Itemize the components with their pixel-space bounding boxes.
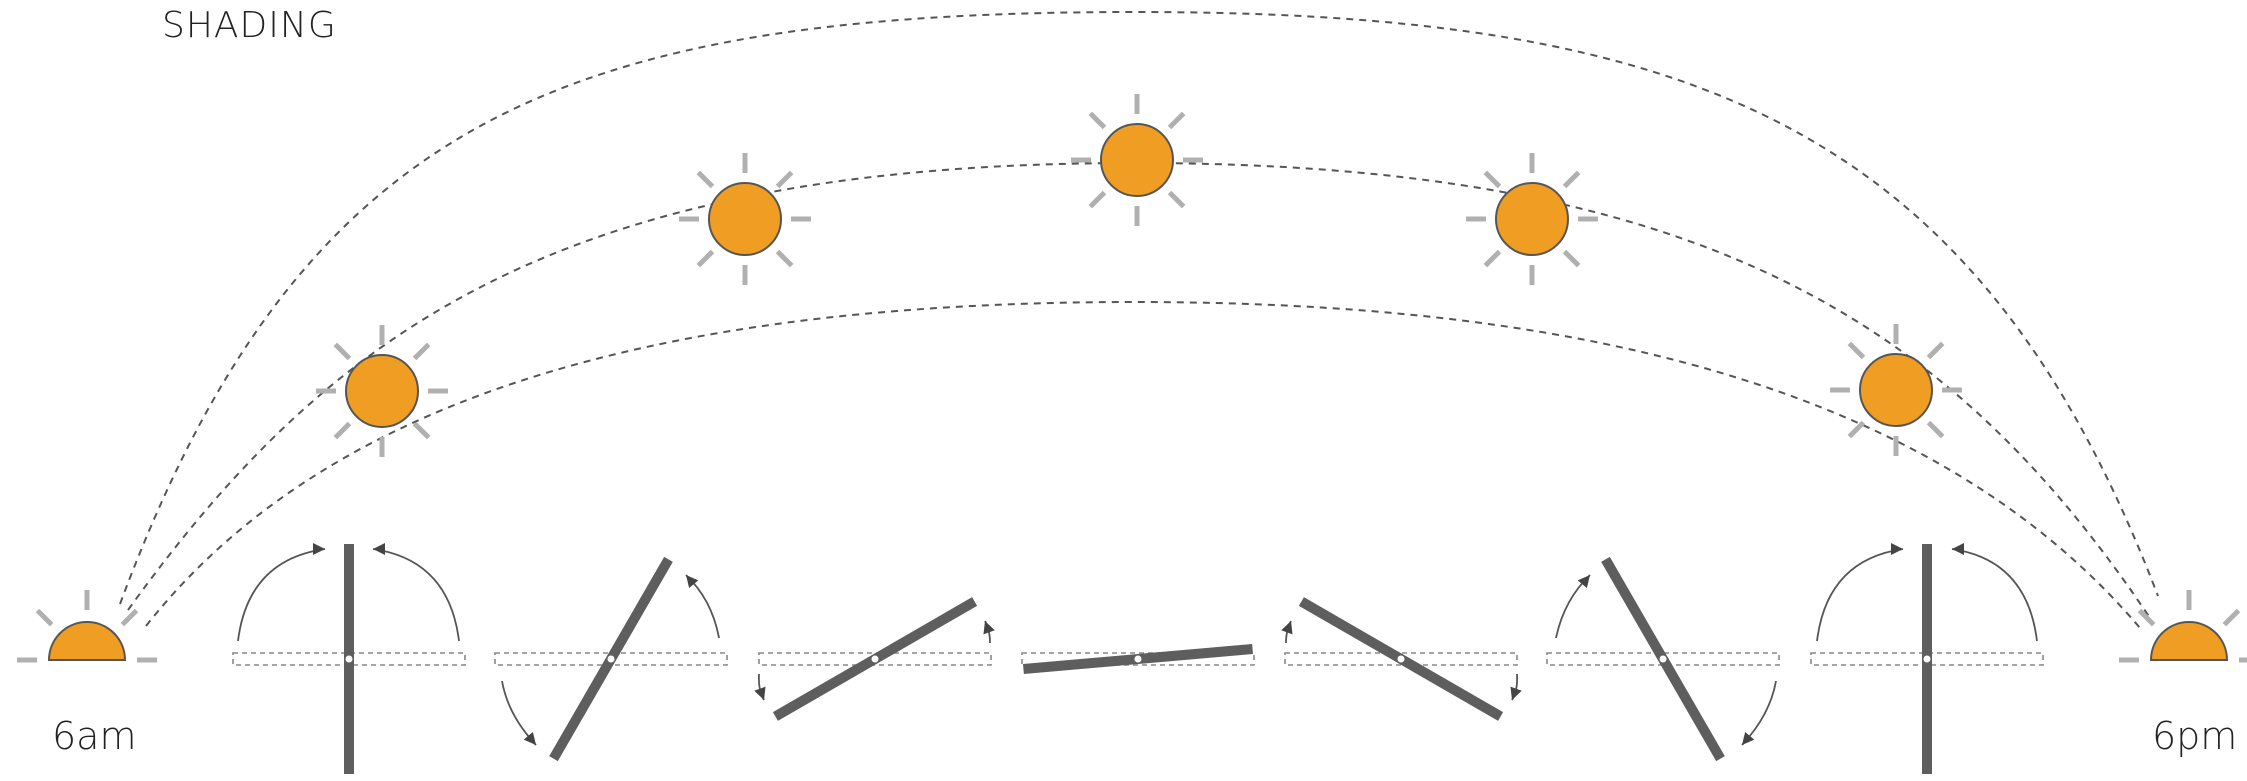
sun-ray bbox=[775, 170, 794, 189]
sun-6 bbox=[1830, 324, 1962, 456]
rotation-arrow bbox=[237, 543, 326, 642]
sun-ray bbox=[775, 249, 794, 268]
louver-pivot bbox=[345, 655, 353, 663]
sun-ray bbox=[1088, 111, 1107, 130]
louver-1 bbox=[232, 544, 466, 774]
louver-pivot bbox=[607, 655, 615, 663]
rotation-arrow bbox=[1741, 680, 1777, 746]
sunset-sun bbox=[2119, 590, 2247, 663]
louver-7 bbox=[1810, 544, 2044, 774]
arrowhead-icon bbox=[1891, 543, 1903, 555]
diagram-title: SHADING bbox=[162, 5, 337, 46]
sun-ray bbox=[412, 342, 431, 361]
sun-ray bbox=[412, 421, 431, 440]
rotation-arrow bbox=[1281, 620, 1293, 644]
arrowhead-icon bbox=[686, 575, 699, 589]
louver-pivot bbox=[871, 655, 879, 663]
louver-6 bbox=[1546, 556, 1780, 762]
rotation-arrow bbox=[1510, 673, 1522, 701]
arrowhead-icon bbox=[754, 686, 766, 700]
sun-body bbox=[1100, 123, 1174, 197]
rotation-arrow-curve bbox=[1816, 548, 1904, 642]
sun-path-3 bbox=[145, 300, 2141, 629]
louver-pivot bbox=[1659, 655, 1667, 663]
sun-ray bbox=[1847, 341, 1866, 360]
sun-4 bbox=[1071, 94, 1203, 226]
sun-ray bbox=[696, 249, 715, 268]
arrowhead-icon bbox=[313, 543, 325, 555]
louver-pivot bbox=[1134, 655, 1142, 663]
louver-pivot bbox=[1397, 655, 1405, 663]
louver-track bbox=[758, 652, 992, 666]
louver-2 bbox=[494, 556, 728, 762]
rotation-arrow bbox=[1555, 574, 1591, 639]
rotation-arrow-curve bbox=[372, 548, 460, 642]
arrowhead-icon bbox=[1952, 543, 1964, 555]
sun-body bbox=[708, 182, 782, 256]
sun-body bbox=[1859, 353, 1933, 427]
sun-ray bbox=[333, 342, 352, 361]
sun-path-2 bbox=[127, 161, 2151, 619]
rotation-arrow bbox=[372, 543, 460, 642]
sun-2 bbox=[316, 325, 448, 457]
louver-5 bbox=[1284, 597, 1518, 721]
sun-half-body bbox=[2149, 621, 2229, 661]
sun-paths bbox=[119, 10, 2159, 629]
sun-half-body bbox=[47, 621, 127, 661]
sun-3 bbox=[679, 153, 811, 285]
sun-ray bbox=[1562, 170, 1581, 189]
rotation-arrow bbox=[501, 680, 537, 746]
rotation-arrow bbox=[685, 574, 720, 639]
rotation-arrow bbox=[754, 673, 766, 701]
arrowhead-icon bbox=[1510, 686, 1522, 700]
sunrise-sun bbox=[17, 590, 157, 663]
sun-path-1 bbox=[119, 10, 2159, 605]
rotation-arrow bbox=[1816, 543, 1904, 642]
arrowhead-icon bbox=[1577, 575, 1590, 589]
arrowhead-icon bbox=[983, 621, 995, 635]
sun-ray bbox=[1847, 420, 1866, 439]
sun-body bbox=[1495, 182, 1569, 256]
sun-ray bbox=[2222, 608, 2241, 627]
louver-track bbox=[1284, 652, 1518, 666]
sun-ray bbox=[333, 421, 352, 440]
arrowhead-icon bbox=[1281, 621, 1293, 635]
arrowhead-icon bbox=[1742, 731, 1755, 745]
sun-ray bbox=[1167, 190, 1186, 209]
rotation-arrow bbox=[1951, 543, 2038, 642]
sun-ray bbox=[1167, 111, 1186, 130]
louvers bbox=[232, 543, 2044, 774]
sun-ray bbox=[1926, 420, 1945, 439]
louver-3 bbox=[758, 597, 992, 721]
arrowhead-icon bbox=[373, 543, 385, 555]
sun-ray bbox=[2137, 608, 2156, 627]
sun-ray bbox=[120, 608, 139, 627]
sun-ray bbox=[1926, 341, 1945, 360]
sun-ray bbox=[696, 170, 715, 189]
suns bbox=[17, 94, 2247, 663]
louver-4 bbox=[1021, 643, 1255, 675]
louver-track bbox=[1021, 652, 1255, 666]
rotation-arrow-curve bbox=[1951, 548, 2038, 642]
louver-pivot bbox=[1923, 655, 1931, 663]
sun-ray bbox=[1088, 190, 1107, 209]
sun-body bbox=[345, 354, 419, 428]
sun-5 bbox=[1466, 153, 1598, 285]
sun-ray bbox=[1562, 249, 1581, 268]
sun-ray bbox=[1483, 249, 1502, 268]
rotation-arrow-curve bbox=[237, 548, 326, 642]
arrowhead-icon bbox=[523, 731, 536, 745]
label-6am: 6am bbox=[52, 714, 136, 758]
label-6pm: 6pm bbox=[2152, 714, 2237, 758]
sun-ray bbox=[35, 608, 54, 627]
rotation-arrow bbox=[983, 620, 995, 644]
sun-ray bbox=[1483, 170, 1502, 189]
